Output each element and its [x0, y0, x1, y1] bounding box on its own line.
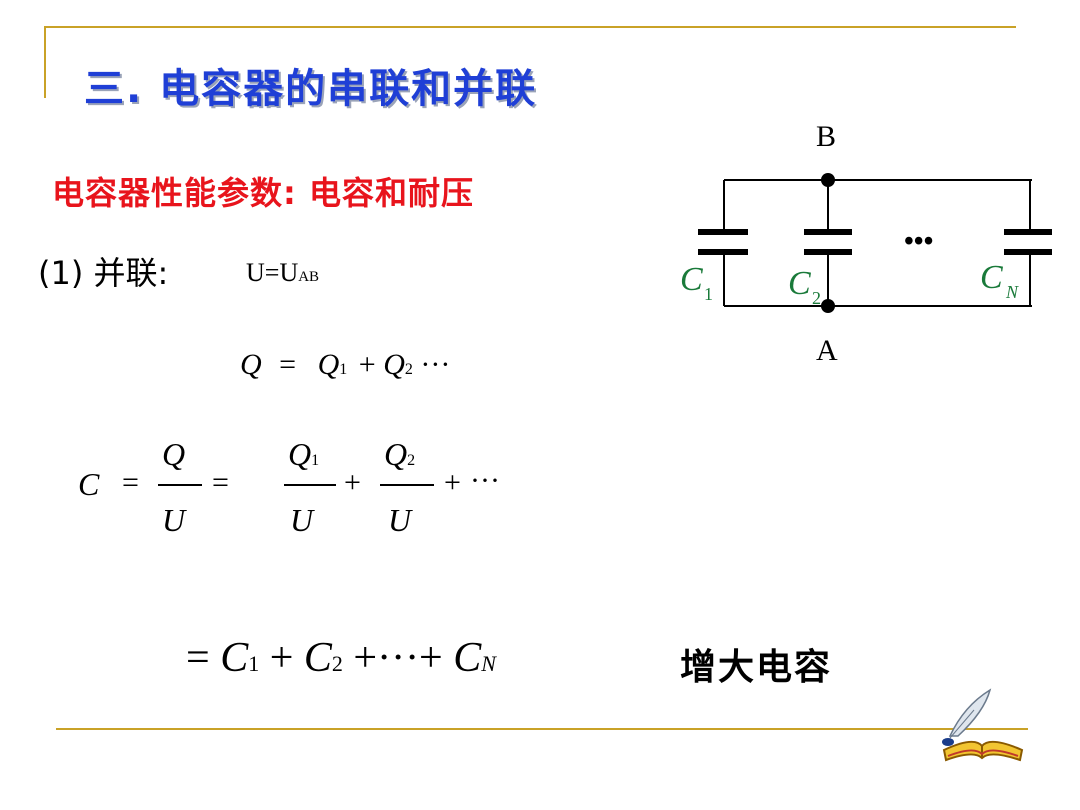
frac2-bar — [284, 484, 336, 486]
cap-c: C — [78, 466, 100, 502]
quill-book-icon — [942, 688, 1024, 762]
sum-c1-sub: 1 — [248, 651, 260, 676]
frac3-q: Q — [384, 436, 408, 472]
frac3-num: Q2 — [384, 436, 415, 473]
sum-c2: C — [303, 635, 332, 681]
frac2-q: Q — [288, 436, 312, 472]
voltage-equation: U=UAB — [246, 258, 319, 288]
frac1-den: U — [162, 502, 186, 538]
sum-cn: C — [453, 635, 482, 681]
c1-label-sub: 1 — [704, 284, 713, 304]
circuit-ellipsis: ••• — [904, 226, 933, 257]
frac3-sub: 2 — [407, 452, 416, 469]
charge-q1: Q — [317, 348, 340, 381]
charge-q2: Q — [383, 348, 405, 381]
charge-dots: ··· — [420, 348, 451, 381]
frac2-den: U — [290, 502, 314, 538]
cap-eq2: = — [212, 466, 229, 499]
cn-label-sub: N — [1005, 282, 1019, 302]
sum-equation: = C1 + C2 +···+ CN — [186, 634, 496, 682]
frac3-bar — [380, 484, 434, 486]
sum-cn-sub: N — [481, 651, 496, 676]
frac1-bar — [158, 484, 202, 486]
charge-eq: = — [279, 348, 297, 381]
sum-plus-dots: +···+ — [353, 635, 443, 681]
frac2-sub: 1 — [311, 452, 320, 469]
sum-eq: = — [186, 635, 210, 681]
cn-label: C — [980, 259, 1003, 296]
parallel-circuit-diagram: B A ••• C 1 C 2 C N — [680, 120, 1052, 367]
left-rule — [44, 26, 46, 98]
c2-label-sub: 2 — [812, 288, 821, 308]
cap-eq1: = — [122, 466, 139, 499]
charge-plus: + — [358, 348, 376, 381]
sum-plus1: + — [269, 635, 294, 681]
conclusion-text: 增大电容 — [680, 647, 833, 688]
frac1-num: Q — [162, 436, 186, 472]
cap-plus2: + — [444, 466, 461, 499]
charge-sub1: 1 — [339, 361, 348, 378]
node-a-label: A — [816, 334, 838, 367]
slide-subtitle: 电容器性能参数: 电容和耐压 — [52, 174, 474, 212]
voltage-equation-main: U=U — [246, 258, 299, 287]
c2-label: C — [788, 265, 811, 302]
voltage-equation-sub: AB — [298, 269, 320, 285]
cap-plus1: + — [344, 466, 361, 499]
c1-label: C — [680, 261, 703, 298]
section-parallel: (1) 并联: — [38, 254, 169, 292]
sum-c1: C — [220, 635, 249, 681]
charge-equation: Q = Q1 + Q2 ··· — [240, 348, 450, 382]
charge-q: Q — [240, 348, 262, 381]
cap-dots: ··· — [470, 464, 500, 497]
charge-sub2: 2 — [404, 361, 413, 378]
node-a-dot — [821, 299, 835, 313]
frac2-num: Q1 — [288, 436, 319, 473]
bottom-rule — [56, 728, 1028, 730]
top-rule — [44, 26, 1016, 28]
node-b-label: B — [816, 120, 836, 153]
frac3-den: U — [388, 502, 412, 538]
slide-title: 三. 电容器的串联和并联 — [84, 66, 538, 112]
sum-c2-sub: 2 — [331, 651, 343, 676]
node-b-dot — [821, 173, 835, 187]
